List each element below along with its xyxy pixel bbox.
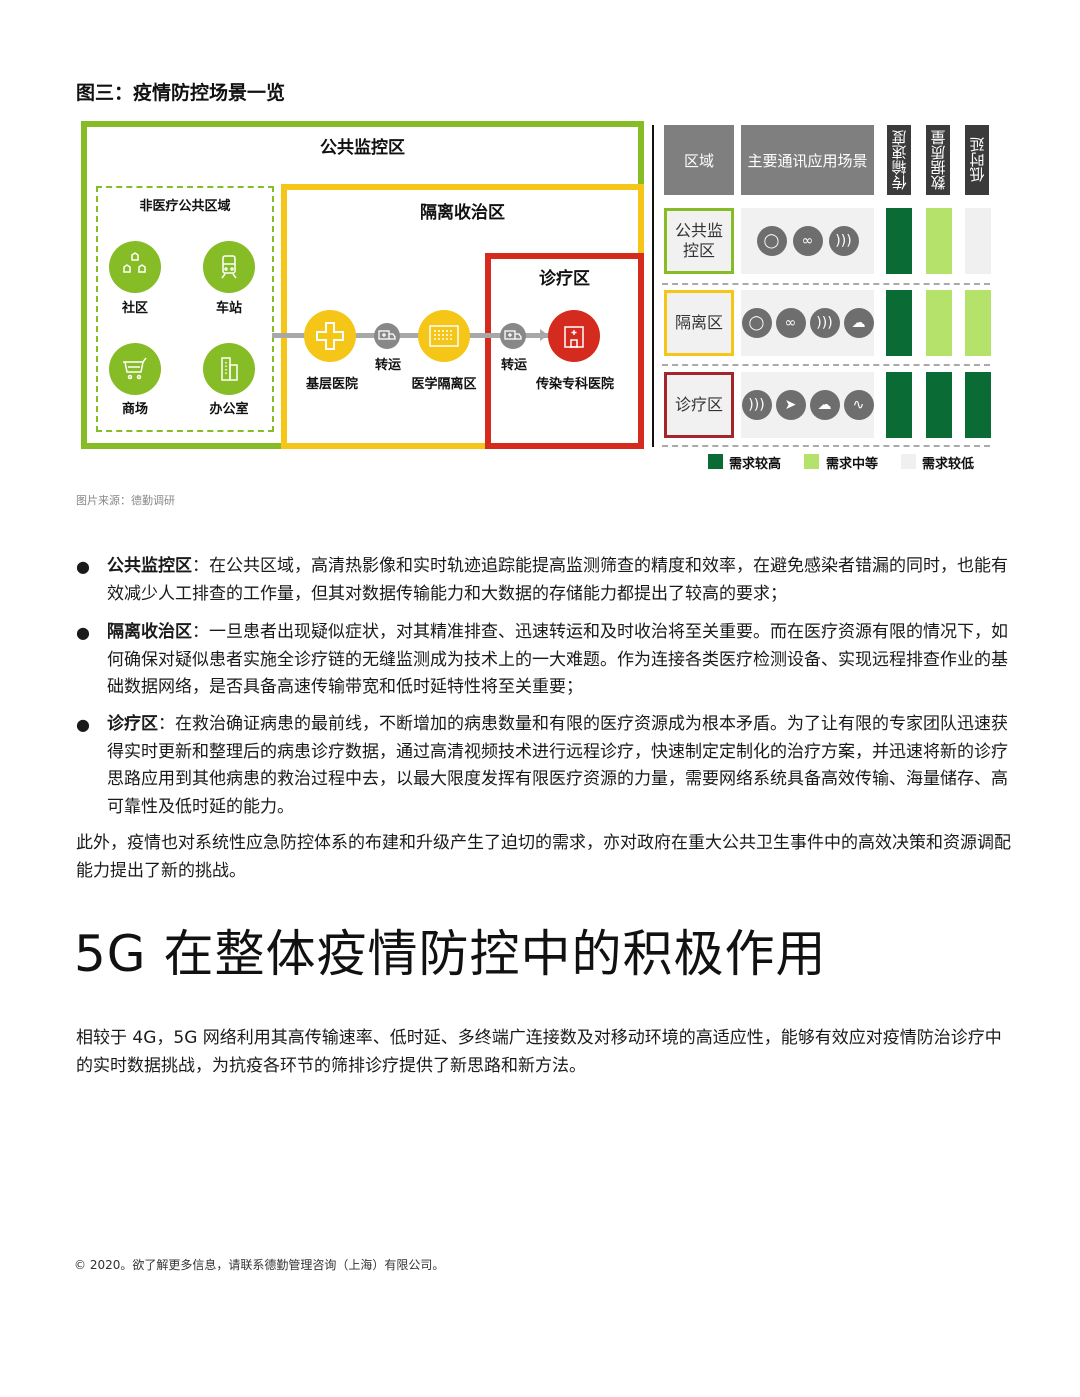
- level-bar-high: [886, 372, 912, 438]
- flow-arrow-icon: [540, 329, 548, 341]
- row-scenario-icons: ◯ ∞ ))): [741, 208, 874, 274]
- level-bar-high: [886, 208, 912, 274]
- copyright-footer: © 2020。欲了解更多信息，请联系德勤管理咨询（上海）有限公司。: [74, 1258, 445, 1272]
- zone-label-line1: 公共监: [674, 221, 723, 240]
- public-monitoring-zone-label: 公共监控区: [320, 138, 405, 158]
- level-bar-medium: [926, 208, 952, 274]
- bullet-icon: ●: [76, 623, 90, 642]
- building-icon: [418, 310, 470, 362]
- non-medical-area-label: 非医疗公共区域: [139, 199, 231, 214]
- place-label-mall: 商场: [121, 402, 148, 417]
- level-bar-high: [926, 372, 952, 438]
- heartbeat-icon: ∿: [843, 390, 874, 420]
- flow-label-transfer-1: 转运: [374, 358, 401, 373]
- flow-label-primary-hospital: 基层医院: [305, 377, 358, 392]
- train-icon: [203, 241, 255, 293]
- header-low-latency: 低时延: [965, 125, 989, 195]
- treatment-zone-label: 诊疗区: [539, 269, 590, 289]
- row-divider: [662, 364, 990, 366]
- legend-label-high: 需求较高: [729, 457, 782, 472]
- section-heading: 5G 在整体疫情防控中的积极作用: [74, 925, 827, 983]
- level-bar-low: [965, 208, 991, 274]
- level-bar-medium: [965, 290, 991, 356]
- cloud-upload-icon: ☁: [809, 390, 840, 420]
- zone-label-line2: 控区: [682, 241, 715, 260]
- bullet-icon: ●: [76, 715, 90, 734]
- zone-label: 隔离区: [674, 313, 723, 332]
- bullet-term: 诊疗区: [107, 714, 158, 734]
- ambulance-icon: [500, 323, 526, 349]
- isolation-zone-label: 隔离收治区: [420, 203, 505, 223]
- place-label-station: 车站: [215, 301, 242, 316]
- level-bar-medium: [926, 290, 952, 356]
- legend-swatch-low: [901, 454, 916, 469]
- row-zone-treatment: 诊疗区: [664, 372, 734, 438]
- header-zone: 区域: [664, 125, 734, 195]
- bullet-separator: ：: [158, 714, 175, 734]
- footprints-icon: ∞: [792, 226, 823, 256]
- paragraph-5g: 相较于 4G，5G 网络利用其高传输速率、低时延、多终端广连接数及对移动环境的高…: [76, 1028, 1002, 1076]
- row-zone-public: 公共监控区: [664, 208, 734, 274]
- flow-label-medical-isolation: 医学隔离区: [411, 377, 477, 392]
- row-divider: [662, 283, 990, 285]
- flow-label-transfer-2: 转运: [500, 358, 527, 373]
- legend-label-medium: 需求中等: [826, 457, 879, 472]
- place-label-office: 办公室: [209, 402, 249, 417]
- ambulance-icon: [374, 323, 400, 349]
- bullet-separator: ：: [192, 556, 209, 576]
- non-medical-area-box: [96, 186, 274, 432]
- flow-label-infectious-hospital: 传染专科医院: [535, 377, 614, 392]
- header-transfer-speed: 传输速度: [887, 125, 911, 195]
- voice-recognition-icon: ))): [741, 390, 772, 420]
- person-icon: ◯: [741, 308, 772, 338]
- cloud-upload-icon: ☁: [843, 308, 874, 338]
- patient-flow-line: [272, 333, 552, 338]
- bullet-item-isolation: ● 隔离收治区：一旦患者出现疑似症状，对其精准排查、迅速转运和及时收治将至关重要…: [76, 619, 1016, 702]
- table-divider: [652, 125, 654, 447]
- legend-swatch-high: [708, 454, 723, 469]
- bullet-text: 一旦患者出现疑似症状，对其精准排查、迅速转运和及时收治将至关重要。而在医疗资源有…: [107, 622, 1008, 697]
- shopping-cart-icon: [109, 343, 161, 395]
- zone-label: 诊疗区: [674, 395, 723, 414]
- bullet-item-public: ● 公共监控区：在公共区域，高清热影像和实时轨迹追踪能提高监测筛查的精度和效率，…: [76, 553, 1016, 608]
- level-bar-high: [965, 372, 991, 438]
- bullet-item-treatment: ● 诊疗区：在救治确证病患的最前线，不断增加的病患数量和有限的医疗资源成为根本矛…: [76, 711, 1016, 821]
- bullet-term: 公共监控区: [107, 556, 192, 576]
- row-zone-isolation: 隔离区: [664, 290, 734, 356]
- legend-label-low: 需求较低: [922, 457, 975, 472]
- row-scenario-icons: ))) ➤ ☁ ∿: [741, 372, 874, 438]
- bullet-text: 在救治确证病患的最前线，不断增加的病患数量和有限的医疗资源成为根本矛盾。为了让有…: [107, 714, 1008, 817]
- office-building-icon: [203, 343, 255, 395]
- row-divider: [662, 445, 990, 447]
- paragraph-additional: 此外，疫情也对系统性应急防控体系的布建和升级产生了迫切的需求，亦对政府在重大公共…: [76, 833, 1011, 881]
- voice-recognition-icon: ))): [828, 226, 859, 256]
- figure-source: 图片来源：德勤调研: [76, 494, 175, 507]
- footprints-icon: ∞: [775, 308, 806, 338]
- header-data-quality: 数据质量: [926, 125, 950, 195]
- hospital-icon: [548, 310, 600, 362]
- medical-cross-icon: [304, 310, 356, 362]
- place-label-community: 社区: [121, 301, 148, 316]
- person-icon: ◯: [756, 226, 787, 256]
- treatment-zone-box: [485, 253, 644, 449]
- legend-swatch-medium: [804, 454, 819, 469]
- level-bar-high: [886, 290, 912, 356]
- row-scenario-icons: ◯ ∞ ))) ☁: [741, 290, 874, 356]
- voice-recognition-icon: ))): [809, 308, 840, 338]
- bullet-text: 在公共区域，高清热影像和实时轨迹追踪能提高监测筛查的精度和效率，在避免感染者错漏…: [107, 556, 1008, 604]
- houses-icon: [109, 241, 161, 293]
- figure-title: 图三：疫情防控场景一览: [76, 82, 286, 104]
- header-scenarios: 主要通讯应用场景: [741, 125, 874, 195]
- bullet-term: 隔离收治区: [107, 622, 192, 642]
- paper-plane-icon: ➤: [775, 390, 806, 420]
- bullet-separator: ：: [192, 622, 209, 642]
- bullet-icon: ●: [76, 557, 90, 576]
